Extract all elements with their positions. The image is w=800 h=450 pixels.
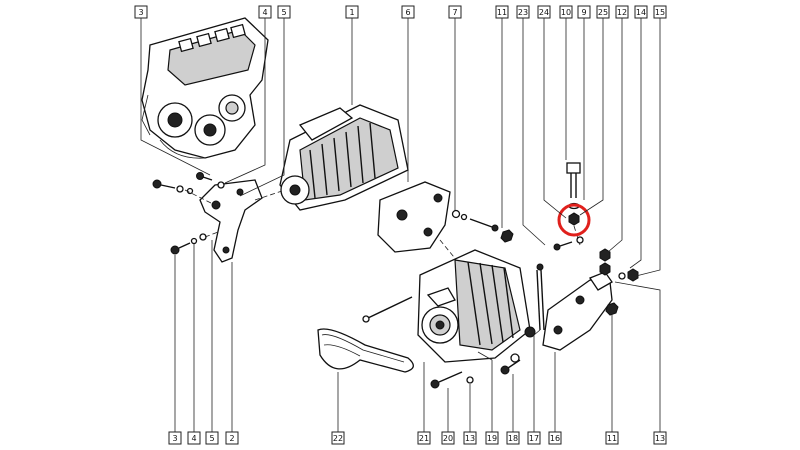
callout-label: 13 [655,434,665,443]
callout-label: 21 [419,434,429,443]
callout-label: 2 [229,434,234,443]
callout-label: 16 [550,434,560,443]
callout-label: 24 [539,8,549,17]
mounting-bracket [377,181,459,263]
callout-24: 24 [537,5,551,19]
callout-label: 5 [209,434,214,443]
top-callout-row: 3 4 5 1 6 7 11 23 24 10 9 25 12 14 15 [134,5,667,19]
alternator [362,249,536,363]
callout-label: 25 [598,8,608,17]
callout-3: 3 [168,431,182,445]
callout-5: 5 [205,431,219,445]
leader-lines [140,18,661,432]
callout-label: 5 [281,8,286,17]
callout-14: 14 [634,5,648,19]
callout-label: 3 [172,434,177,443]
callout-7: 7 [448,5,462,19]
callout-13: 13 [653,431,667,445]
callout-label: 9 [581,8,586,17]
engine-illustration [141,17,269,159]
callout-label: 6 [405,8,410,17]
callout-label: 18 [508,434,518,443]
callout-4: 4 [187,431,201,445]
callout-6: 6 [401,5,415,19]
callout-11: 11 [495,5,509,19]
callout-label: 17 [529,434,539,443]
tensioner-bracket [536,263,619,351]
callout-label: 11 [607,434,617,443]
callout-15: 15 [653,5,667,19]
callout-19: 19 [485,431,499,445]
highlight-ring-part-25 [557,203,591,237]
callout-label: 14 [636,8,646,17]
callout-label: 7 [452,8,457,17]
callout-label: 1 [349,8,354,17]
callout-4: 4 [258,5,272,19]
callout-11: 11 [605,431,619,445]
callout-2: 2 [225,431,239,445]
callout-label: 15 [655,8,665,17]
callout-9: 9 [577,5,591,19]
callout-label: 10 [561,8,571,17]
callout-5: 5 [277,5,291,19]
callout-12: 12 [615,5,629,19]
callout-17: 17 [527,431,541,445]
callout-label: 13 [465,434,475,443]
right-nuts [599,248,639,282]
left-bracket-assembly [152,172,301,263]
callout-label: 20 [443,434,453,443]
callout-label: 23 [518,8,528,17]
callout-label: 4 [191,434,196,443]
drive-belt [317,328,414,373]
callout-25: 25 [596,5,610,19]
lower-bolts [430,353,521,389]
callout-1: 1 [345,5,359,19]
callout-10: 10 [559,5,573,19]
starter-motor [279,104,409,211]
callout-20: 20 [441,431,455,445]
callout-18: 18 [506,431,520,445]
bolt-assembly-upper [451,209,514,243]
callout-13: 13 [463,431,477,445]
callout-label: 11 [497,8,507,17]
callout-label: 19 [487,434,497,443]
callout-3: 3 [134,5,148,19]
callout-label: 22 [333,434,343,443]
callout-23: 23 [516,5,530,19]
callout-label: 12 [617,8,627,17]
callout-16: 16 [548,431,562,445]
callout-21: 21 [417,431,431,445]
callout-22: 22 [331,431,345,445]
callout-label: 4 [262,8,267,17]
callout-label: 3 [138,8,143,17]
